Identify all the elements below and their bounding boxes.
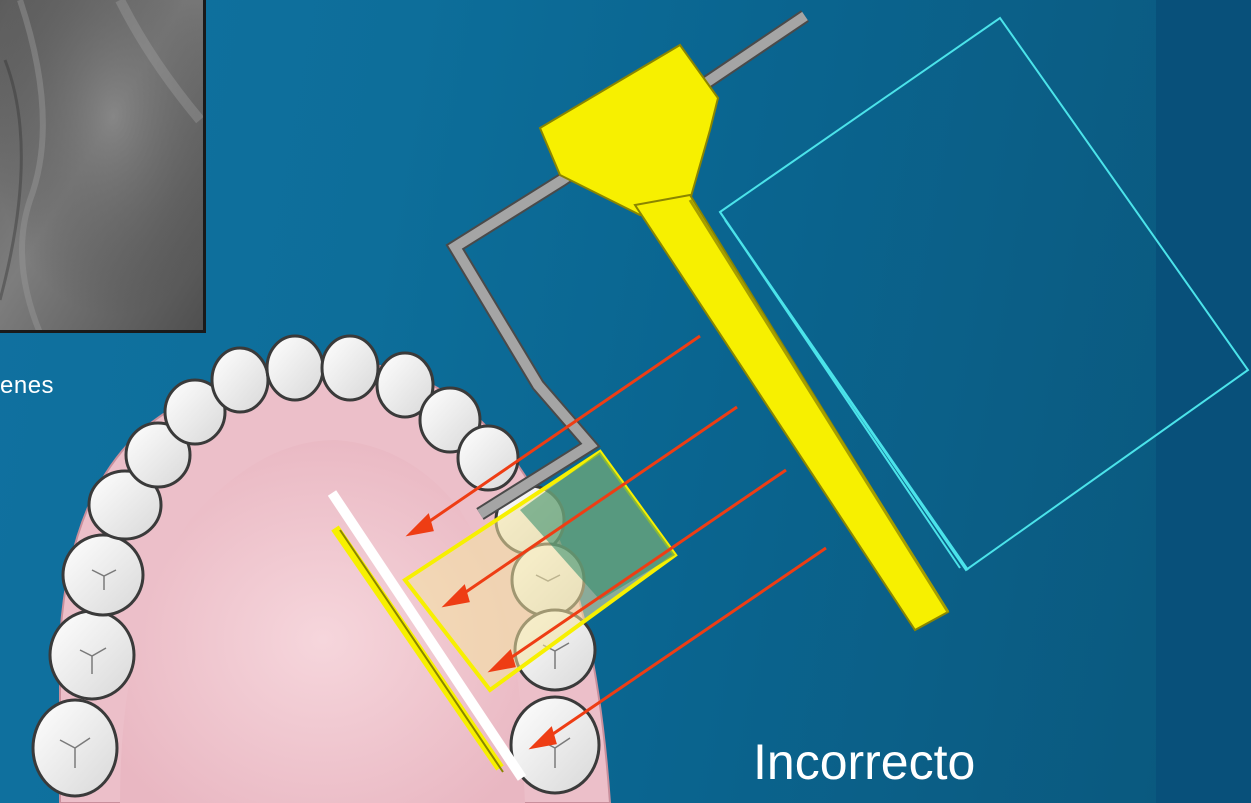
cone-outline [720,18,1248,570]
verdict-label: Incorrecto [753,737,975,787]
